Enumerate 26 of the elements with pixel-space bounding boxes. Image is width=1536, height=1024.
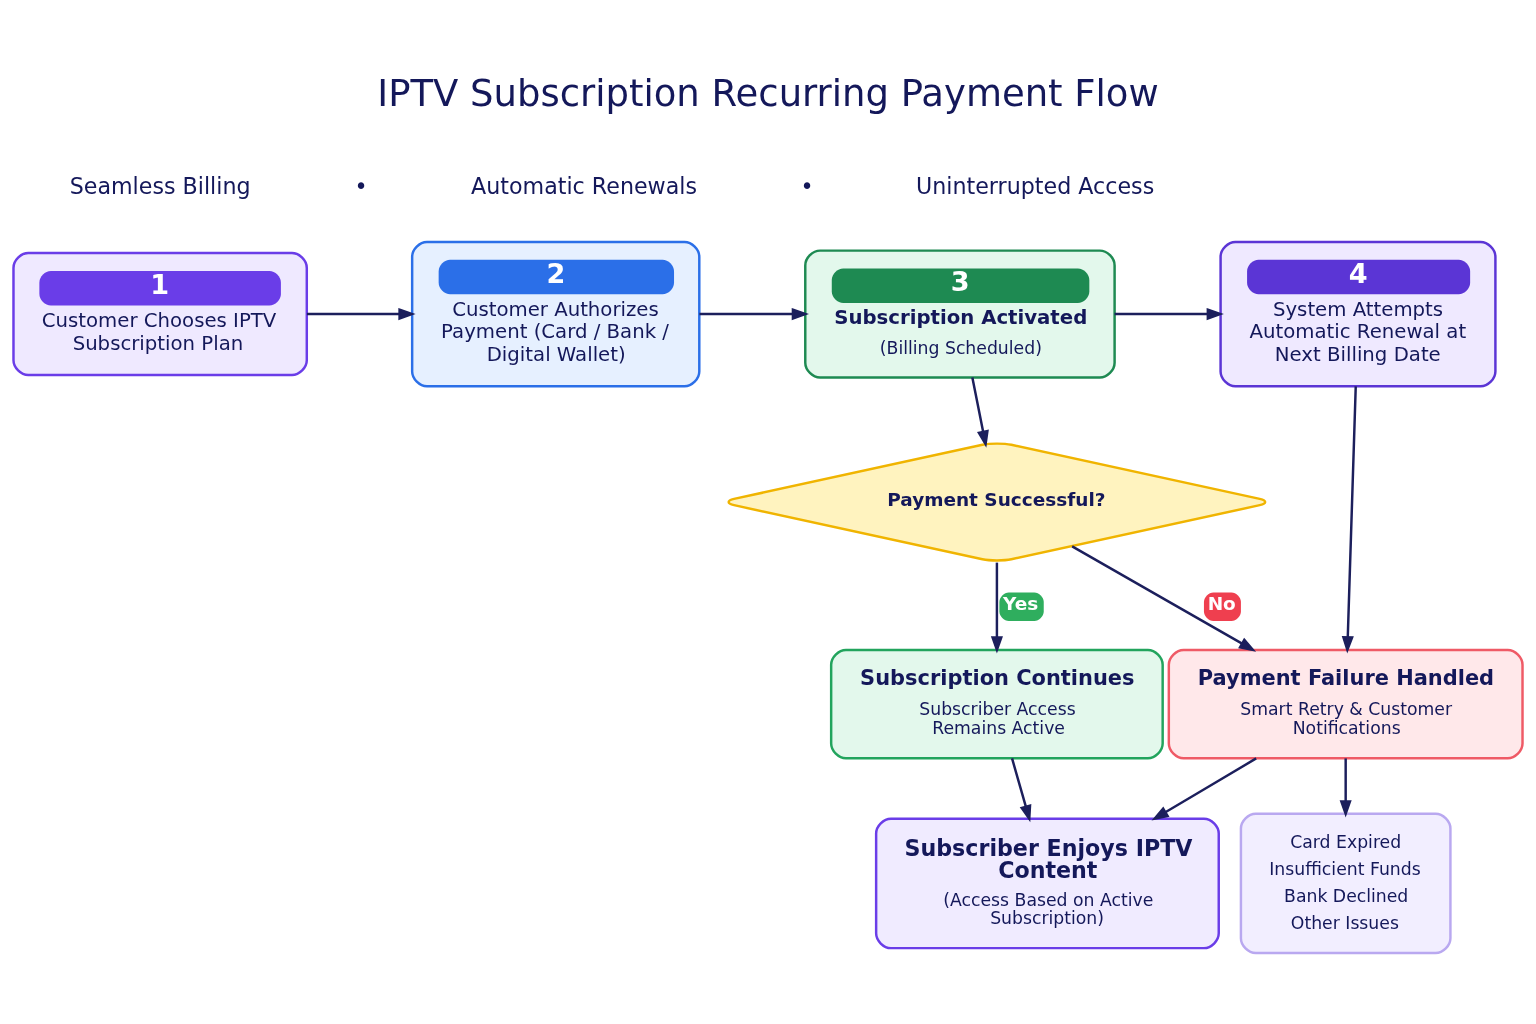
- arrow: [1071, 544, 1257, 652]
- label: •: [354, 172, 368, 199]
- label: Automatic Renewals: [471, 172, 698, 199]
- arrow: [699, 307, 809, 320]
- edge-label: Yes: [1003, 592, 1039, 614]
- node-box: 3 Subscription Activated (Billing Scheduled): [804, 248, 1116, 379]
- arrow: [1151, 756, 1257, 820]
- arrow: [306, 307, 416, 320]
- label: Seamless Billing: [69, 172, 251, 199]
- arrow: [1010, 757, 1032, 822]
- node-box: 1 Customer Chooses IPTV Subscription Plan: [12, 251, 309, 376]
- node-box: Payment Failure Handled Smart Retry & Customer Notifications: [1167, 648, 1524, 760]
- node-box: 2 Customer Authorizes Payment (Card / Bank / Digital Wallet): [410, 240, 701, 387]
- arrow: [1114, 307, 1224, 320]
- arrow: [990, 562, 1003, 654]
- diagram-title: IPTV Subscription Recurring Payment Flow: [377, 71, 1159, 115]
- arrow: [1341, 385, 1357, 653]
- arrow: [971, 376, 989, 448]
- label: Uninterrupted Access: [916, 172, 1155, 199]
- edge-label: No: [1207, 592, 1236, 614]
- node-box: Card Expired Insufficient Funds Bank Declined Other Issues: [1239, 812, 1452, 954]
- node-box: Subscriber Enjoys IPTV Content (Access Based on Active Subscription): [874, 817, 1220, 949]
- node-box: Subscription Continues Subscriber Access Remains Active: [829, 648, 1164, 760]
- label: •: [800, 172, 814, 199]
- arrow: [1339, 757, 1352, 817]
- node-box: 4 System Attempts Automatic Renewal at Next Billing Date: [1219, 240, 1497, 387]
